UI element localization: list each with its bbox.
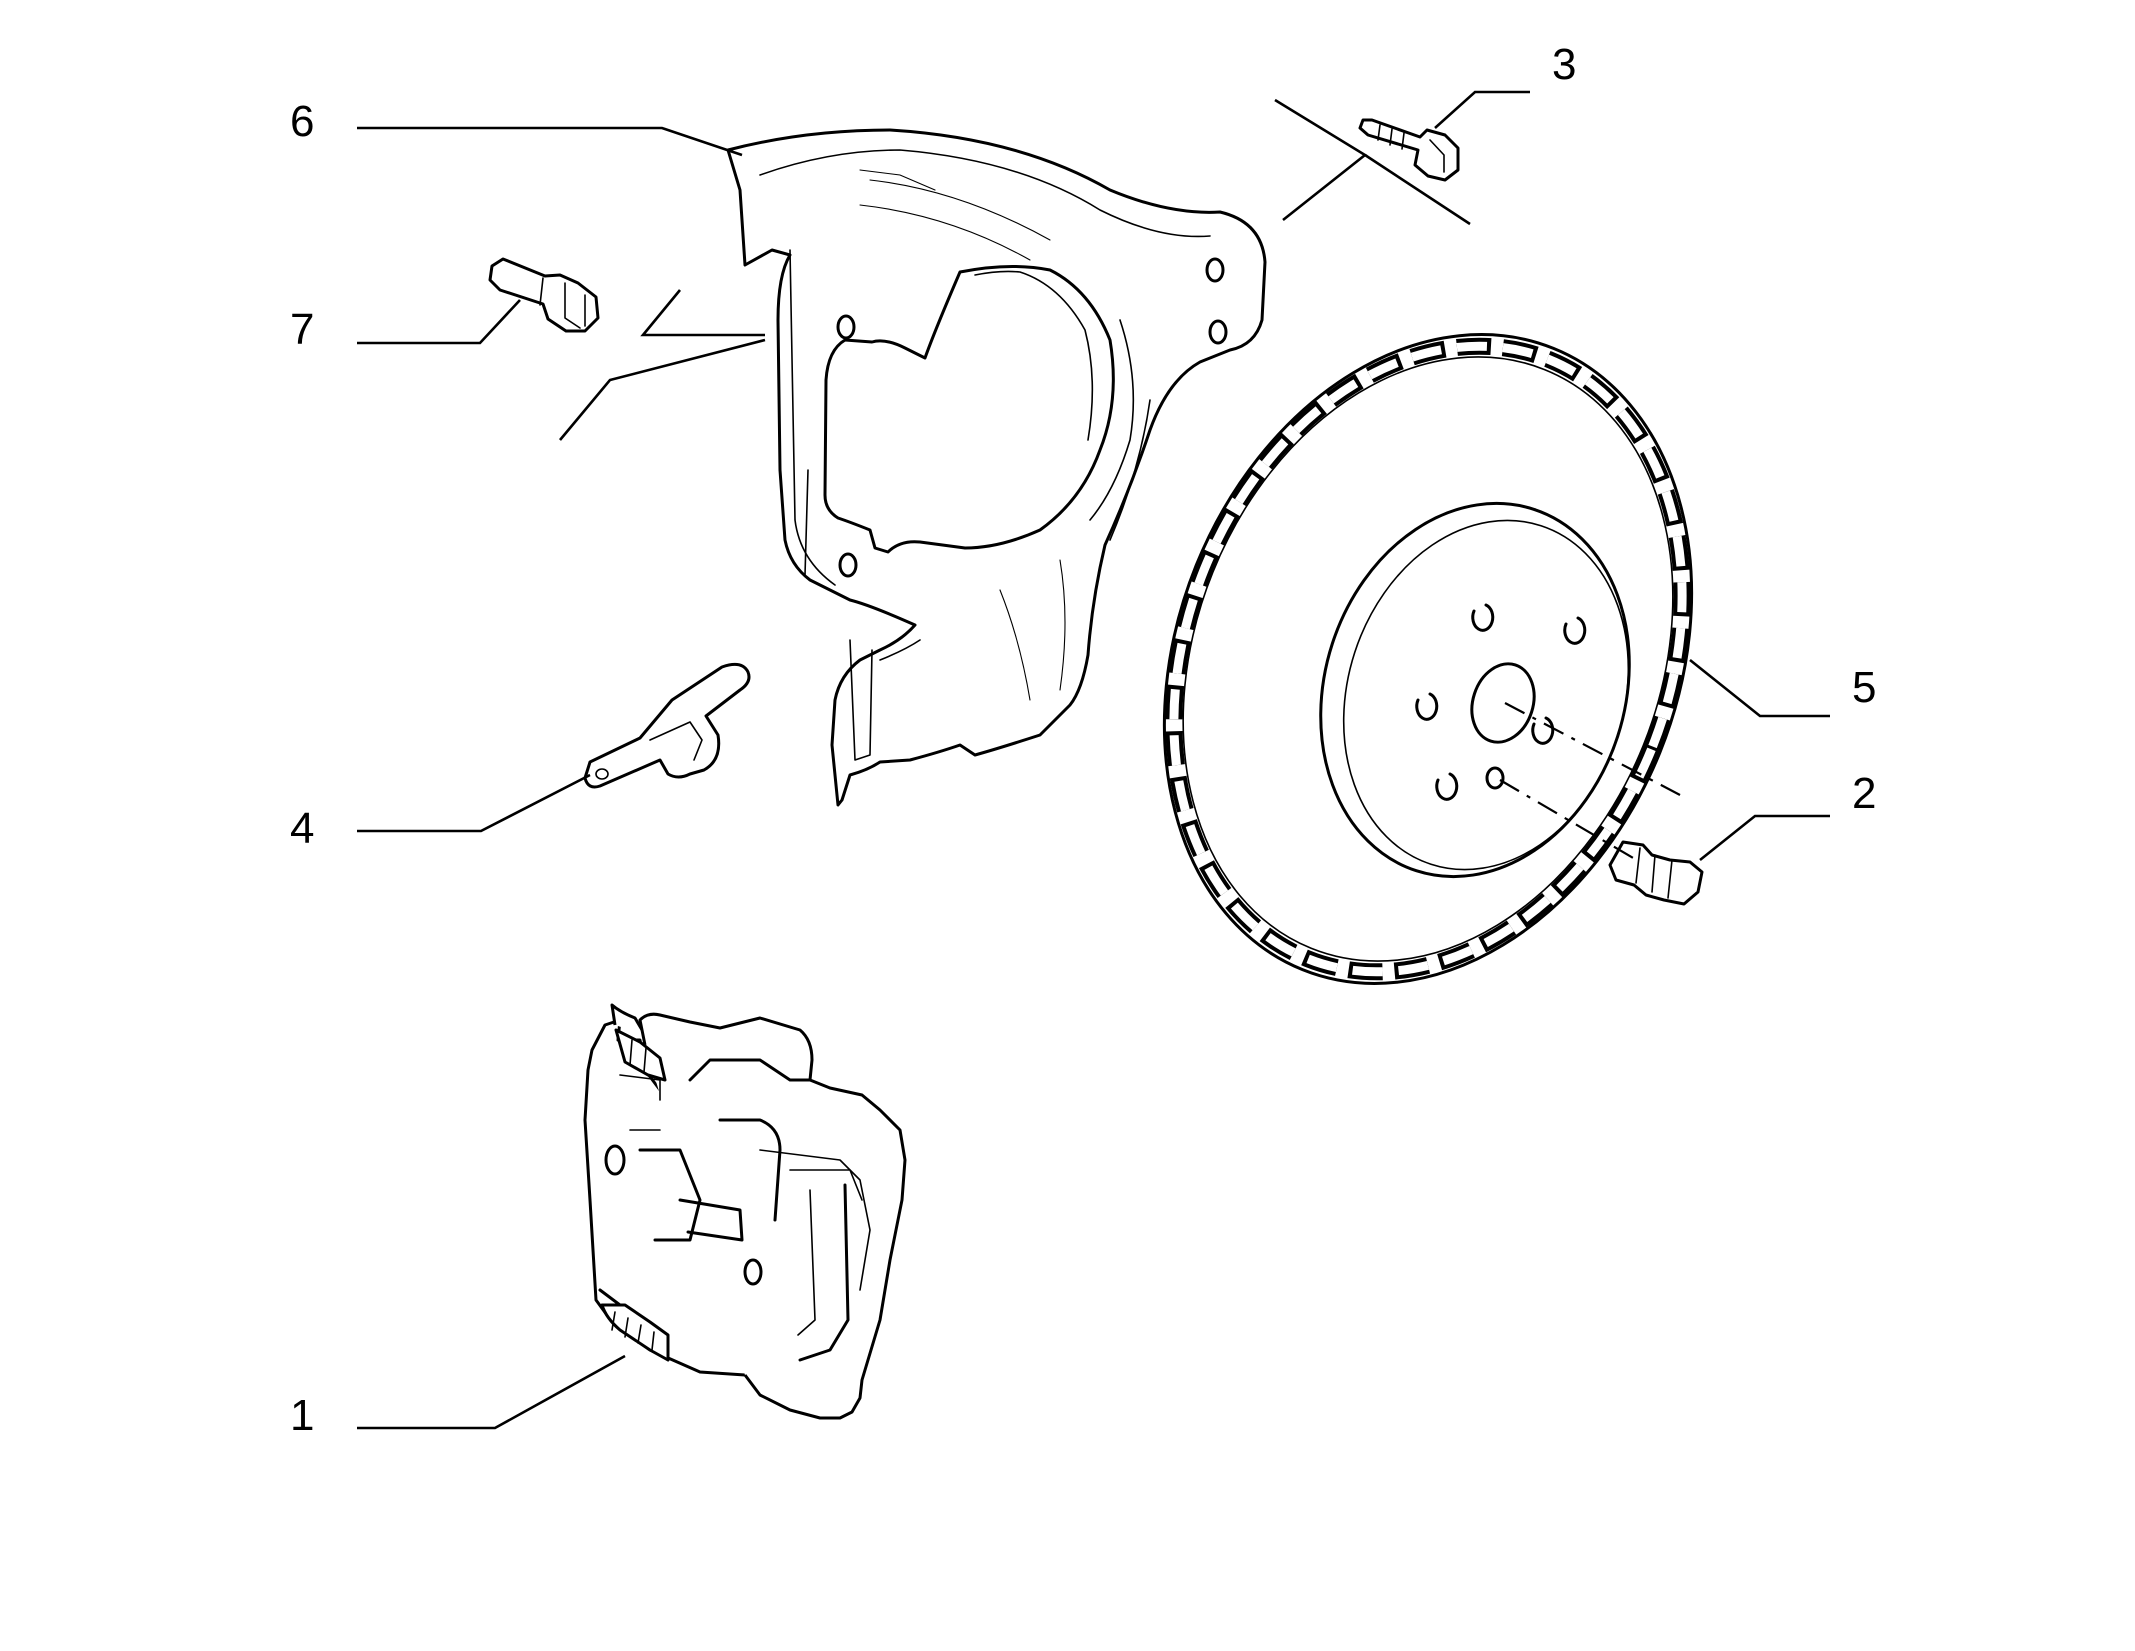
callout-3: 3 [1552, 40, 1576, 89]
wheel-bolt-axis [1499, 779, 1641, 863]
bolt-install-mark [640, 289, 765, 337]
callout-7: 7 [290, 305, 314, 354]
leader-6 [357, 126, 743, 157]
callout-6: 6 [290, 97, 314, 146]
wear-sensor-clip-part [583, 662, 751, 789]
leader-4 [357, 773, 591, 833]
shield-screw-part [1358, 118, 1460, 182]
leader-5 [1689, 658, 1830, 718]
leader-7 [357, 299, 521, 345]
callout-labels: 6 7 4 1 3 5 2 [290, 40, 1876, 1440]
callout-2: 2 [1852, 769, 1876, 818]
caliper-bolt-part [488, 257, 600, 333]
brake-caliper-part [583, 1003, 907, 1420]
callout-1: 1 [290, 1391, 314, 1440]
disc-axis [1504, 702, 1681, 796]
leader-3 [1434, 90, 1530, 129]
leader-lines [357, 90, 1830, 1430]
dust-shield-part [726, 128, 1267, 807]
callout-4: 4 [290, 804, 314, 853]
brake-disc-part [1162, 333, 1694, 985]
screw-install-mark [1274, 98, 1368, 222]
callout-5: 5 [1852, 663, 1876, 712]
leader-1 [357, 1354, 626, 1430]
leader-2 [1699, 814, 1830, 862]
